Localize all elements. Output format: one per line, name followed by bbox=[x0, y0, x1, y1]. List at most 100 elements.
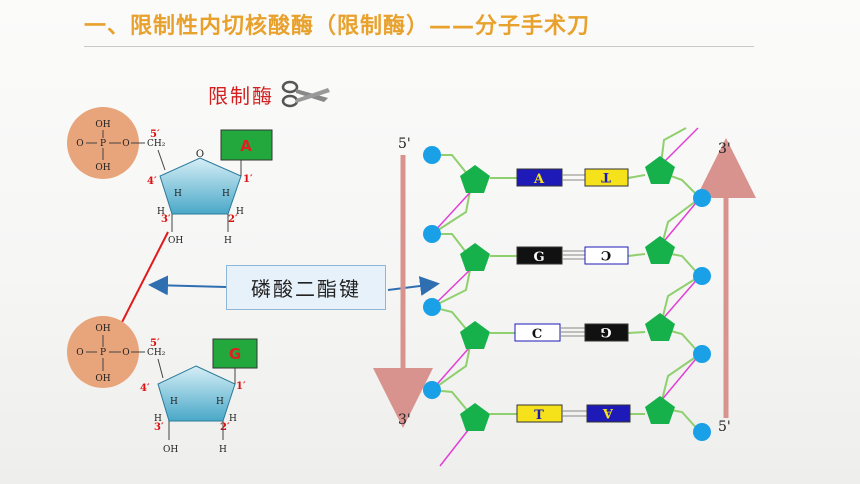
left-strand-bottom-label: 3' bbox=[398, 412, 411, 428]
phosphodiester-bond bbox=[117, 231, 169, 331]
carbon-4-label: 4′ bbox=[147, 176, 157, 187]
sugar-node bbox=[460, 243, 490, 271]
arrow-to-bond bbox=[148, 275, 227, 296]
right-magenta-link bbox=[659, 197, 701, 247]
carbon-4-label: 4′ bbox=[140, 383, 150, 394]
phosphate-bottom-oh: OH bbox=[95, 163, 110, 173]
right-strand-top-label: 3' bbox=[718, 141, 731, 157]
phosphate-node bbox=[423, 146, 441, 164]
h-label: H bbox=[224, 236, 232, 246]
phosphate-node bbox=[423, 381, 441, 399]
phosphate-right-o: O bbox=[122, 139, 129, 149]
oh-label: OH bbox=[163, 445, 178, 455]
carbon-3-label: 3′ bbox=[161, 214, 171, 225]
right-magenta-link bbox=[659, 275, 701, 323]
base-box-left bbox=[516, 404, 563, 423]
base-letter-left: T bbox=[534, 408, 544, 423]
phosphate-node bbox=[693, 189, 711, 207]
ring-oxygen: O bbox=[196, 149, 204, 160]
base-letter-right: T bbox=[601, 169, 611, 184]
phosphate-node bbox=[423, 225, 441, 243]
h-label: H bbox=[157, 207, 165, 217]
base-letter-right: G bbox=[600, 324, 611, 339]
base-box bbox=[212, 338, 258, 369]
phosphate-group bbox=[67, 316, 139, 388]
base-pair-4: T A bbox=[516, 404, 631, 423]
h-label: H bbox=[222, 189, 230, 199]
phosphodiester-bond-callout: 磷酸二酯键 bbox=[226, 265, 386, 310]
sugar-node bbox=[460, 165, 490, 193]
sugar-node bbox=[645, 396, 675, 424]
base-box-right bbox=[584, 246, 629, 265]
oh-label: OH bbox=[168, 236, 183, 246]
base-box-left bbox=[516, 168, 563, 187]
phosphate-group bbox=[67, 107, 139, 179]
enzyme-label: 限制酶 bbox=[208, 84, 274, 108]
phosphate-node bbox=[693, 423, 711, 441]
phosphate-top-oh: OH bbox=[95, 120, 110, 130]
h-label: H bbox=[219, 445, 227, 455]
carbon-3-label: 3′ bbox=[154, 422, 164, 433]
sugar-node bbox=[645, 313, 675, 341]
carbon-5-label: 5′ bbox=[150, 338, 160, 349]
carbon-5-label: 5′ bbox=[150, 129, 160, 140]
right-strand-bottom-label: 5' bbox=[718, 419, 731, 435]
carbon-1-label: 1′ bbox=[236, 381, 246, 392]
ch2-label: CH₂ bbox=[147, 348, 166, 358]
phosphate-left-o: O bbox=[76, 139, 83, 149]
base-pair-3: C G bbox=[514, 323, 629, 342]
base-letter-right: A bbox=[602, 405, 614, 420]
dna-double-helix: 5' 3' 3' 5' bbox=[373, 127, 756, 467]
h-label: H bbox=[154, 414, 162, 424]
nucleotide-1: OH O P O OH CH₂ 5′ O 4′ 1′ 3′ 2′ H H H H… bbox=[67, 107, 273, 246]
left-backbone bbox=[428, 154, 474, 417]
carbon-1-label: 1′ bbox=[243, 174, 253, 185]
scissors-icon bbox=[281, 80, 330, 108]
base-label: G bbox=[229, 345, 241, 363]
sugar-node bbox=[645, 156, 675, 184]
h-label: H bbox=[216, 397, 224, 407]
base-label: A bbox=[240, 137, 252, 155]
h-label: H bbox=[170, 397, 178, 407]
phosphate-node bbox=[423, 298, 441, 316]
h-label: H bbox=[174, 189, 182, 199]
right-magenta-link bbox=[659, 353, 701, 403]
base-box-right bbox=[584, 168, 629, 187]
base-box-right bbox=[584, 323, 629, 342]
arrow-to-dna bbox=[387, 276, 440, 296]
deoxyribose-ring bbox=[157, 365, 236, 422]
base-pair-1: A T bbox=[516, 168, 629, 187]
carbon-2-label: 2′ bbox=[220, 422, 230, 433]
base-letter-right: C bbox=[601, 247, 611, 262]
nucleotide-2: OH O P O OH CH₂ 5′ 4′ 1′ 3′ 2′ H H H H O… bbox=[67, 316, 258, 455]
slide-title: 一、限制性内切核酸酶（限制酶）——分子手术刀 bbox=[84, 14, 591, 39]
ch2-label: CH₂ bbox=[147, 139, 166, 149]
sugar-node bbox=[645, 236, 675, 264]
phosphate-p: P bbox=[100, 348, 106, 358]
base-box bbox=[220, 129, 273, 161]
phosphate-top-oh: OH bbox=[95, 324, 110, 334]
phosphate-node bbox=[693, 345, 711, 363]
sugar-node bbox=[460, 403, 490, 431]
phosphate-right-o: O bbox=[122, 348, 129, 358]
base-box-right bbox=[586, 404, 631, 423]
title-divider bbox=[84, 46, 754, 47]
phosphate-node bbox=[693, 267, 711, 285]
base-letter-left: G bbox=[533, 250, 544, 265]
sugar-node bbox=[460, 321, 490, 349]
left-strand-top-label: 5' bbox=[398, 136, 411, 152]
carbon-2-label: 2′ bbox=[228, 214, 238, 225]
base-letter-left: C bbox=[532, 327, 542, 342]
deoxyribose-ring bbox=[159, 157, 242, 215]
left-magenta-link bbox=[431, 263, 477, 308]
h-label: H bbox=[236, 207, 244, 217]
h-label: H bbox=[229, 414, 237, 424]
phosphate-p: P bbox=[100, 139, 106, 149]
left-magenta-link bbox=[431, 185, 477, 235]
base-pair-2: G C bbox=[516, 246, 629, 265]
phosphate-bottom-oh: OH bbox=[95, 374, 110, 384]
base-letter-left: A bbox=[533, 172, 545, 187]
phosphate-left-o: O bbox=[76, 348, 83, 358]
right-magenta-link bbox=[659, 127, 699, 167]
